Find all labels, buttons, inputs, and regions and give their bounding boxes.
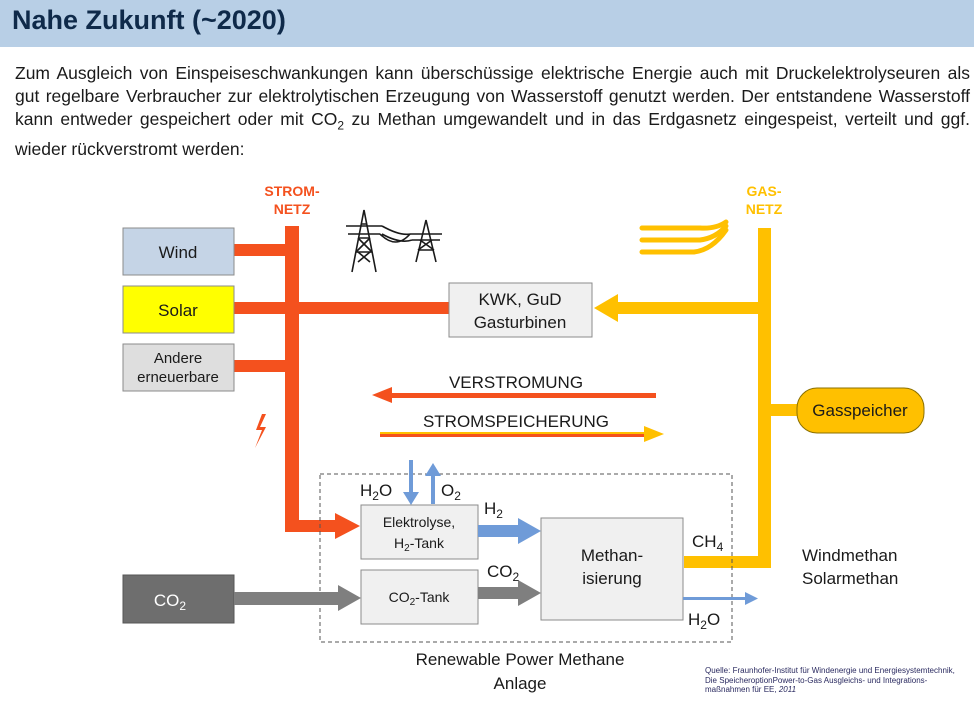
- h2o-out-arrow: [683, 592, 758, 605]
- co2-source-box: CO2: [122, 574, 235, 624]
- elektrolyse-box: Elektrolyse, H2-Tank: [360, 504, 479, 560]
- stromspeicherung-label: STROMSPEICHERUNG: [423, 412, 609, 431]
- gas-netz-bus: [594, 228, 797, 568]
- wind-label: Wind: [159, 243, 198, 262]
- verstromung-arrow: VERSTROMUNG: [372, 373, 656, 403]
- anlage-boundary: [319, 473, 733, 643]
- co2-feed-arrow: [234, 585, 361, 611]
- windmethan-label: Windmethan: [802, 546, 897, 565]
- h2o-in-label: H2O: [360, 481, 392, 503]
- h2-label: H2: [484, 499, 503, 521]
- anlage-label-1: Renewable Power Methane: [416, 650, 625, 669]
- intro-subscript: 2: [337, 118, 345, 133]
- methanisierung-label-1: Methan-: [581, 546, 643, 565]
- andere-box: Andere erneuerbare: [122, 343, 235, 392]
- solar-box: Solar: [122, 285, 235, 334]
- co2-to-methan-arrow: [478, 580, 541, 606]
- methanisierung-box: Methan- isierung: [540, 517, 684, 621]
- stromspeicherung-arrow: STROMSPEICHERUNG: [380, 412, 664, 442]
- co2-flow-label: CO2: [487, 562, 520, 584]
- ch4-label: CH4: [692, 532, 724, 554]
- methanisierung-label-2: isierung: [582, 569, 642, 588]
- kwk-label-2: Gasturbinen: [474, 313, 567, 332]
- source-citation: Quelle: Fraunhofer-Institut für Windener…: [705, 666, 973, 695]
- co2-source-label: CO2: [154, 591, 187, 613]
- h2o-in-arrow: [403, 460, 419, 505]
- page-title: Nahe Zukunft (~2020): [12, 5, 286, 35]
- o2-out-label: O2: [441, 481, 461, 503]
- strom-netz-bus: [233, 226, 449, 539]
- strom-netz-label-2: NETZ: [274, 201, 311, 217]
- gasspeicher-label: Gasspeicher: [812, 401, 908, 420]
- wind-box: Wind: [122, 227, 235, 276]
- elektrolyse-label-1: Elektrolyse,: [383, 514, 455, 530]
- elektrolyse-label-2: H2-Tank: [394, 535, 445, 554]
- gas-netz-label-1: GAS-: [747, 183, 782, 199]
- solarmethan-label: Solarmethan: [802, 569, 898, 588]
- intro-paragraph: Zum Ausgleich von Einspeiseschwankungen …: [15, 62, 970, 161]
- gas-flame-icon: [639, 219, 729, 255]
- source-year: 2011: [778, 685, 797, 694]
- power-pylon-icon: [346, 209, 442, 273]
- o2-out-arrow: [425, 463, 441, 504]
- gasspeicher-box: Gasspeicher: [796, 387, 925, 434]
- title-bar: Nahe Zukunft (~2020): [0, 0, 974, 47]
- anlage-label-2: Anlage: [494, 674, 547, 693]
- andere-label-1: Andere: [154, 350, 202, 367]
- source-line-3-text: maßnahmen für EE,: [705, 685, 777, 694]
- co2-tank-label: CO2-Tank: [389, 589, 451, 608]
- h2-arrow: [478, 518, 541, 544]
- verstromung-label: VERSTROMUNG: [449, 373, 583, 392]
- kwk-box: KWK, GuD Gasturbinen: [448, 282, 593, 338]
- andere-label-2: erneuerbare: [137, 369, 219, 386]
- co2-tank-box: CO2-Tank: [360, 569, 479, 625]
- source-line-3: maßnahmen für EE, 2011: [705, 685, 973, 695]
- solar-label: Solar: [158, 301, 198, 320]
- kwk-label-1: KWK, GuD: [478, 290, 561, 309]
- strom-netz-label-1: STROM-: [264, 183, 320, 199]
- intro-text-b: zu Methan umgewandelt und in das Erdgasn…: [15, 109, 970, 159]
- h2o-out-label: H2O: [688, 610, 720, 632]
- lightning-icon: [255, 414, 266, 448]
- source-line-1: Quelle: Fraunhofer-Institut für Windener…: [705, 666, 955, 675]
- source-line-2: Die SpeicheroptionPower-to-Gas Ausgleich…: [705, 675, 928, 685]
- gas-netz-label-2: NETZ: [746, 201, 783, 217]
- intro-text-a: Zum Ausgleich von Einspeiseschwankungen …: [15, 63, 970, 129]
